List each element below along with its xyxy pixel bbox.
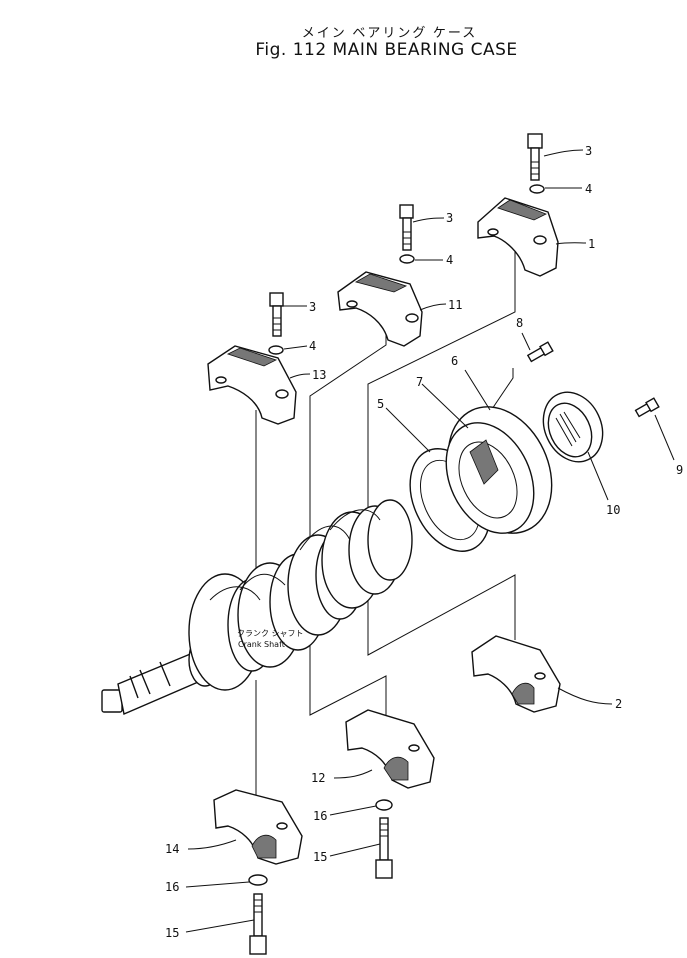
bolt-upper-1 [527,133,543,181]
callout-14: 14 [165,842,179,856]
washer-upper-1 [529,184,545,194]
bearing-case-6 [445,406,553,534]
callout-4-a: 4 [585,182,592,196]
bearing-cap-14 [213,789,303,865]
callout-15-a: 15 [313,850,327,864]
screw-8 [526,341,554,363]
bearing-cap-1 [477,197,559,277]
washer-upper-3 [268,345,284,355]
bearing-cap-2 [471,635,561,713]
callout-11: 11 [448,298,462,312]
bolt-lower-2 [249,893,267,955]
screw-9 [634,397,660,418]
callout-16-a: 16 [313,809,327,823]
callout-3-a: 3 [585,144,592,158]
callout-12: 12 [311,771,325,785]
crank-shaft [101,499,413,715]
washer-lower-1 [375,799,393,811]
callout-4-b: 4 [446,253,453,267]
leader-lines [185,149,675,933]
callout-13: 13 [312,368,326,382]
bearing-cap-13 [207,345,297,425]
callout-3-b: 3 [446,211,453,225]
callout-15-b: 15 [165,926,179,940]
bolt-upper-3 [269,292,284,337]
washer-lower-2 [248,874,268,886]
crank-shaft-label: Crank Shaft [238,640,285,649]
callout-2: 2 [615,697,622,711]
oil-seal-10 [542,391,604,463]
callout-7: 7 [416,375,423,389]
washer-upper-2 [399,254,415,264]
bearing-cap-12 [345,709,435,789]
callout-6: 6 [451,354,458,368]
bearing-cap-11 [337,271,423,347]
callout-16-b: 16 [165,880,179,894]
bolt-lower-1 [375,817,393,879]
callout-1: 1 [588,237,595,251]
figure-title: Fig. 112 MAIN BEARING CASE [255,40,518,60]
bolt-upper-2 [399,204,414,251]
callout-8: 8 [516,316,523,330]
callout-9: 9 [676,463,683,477]
figure-title-japanese: メイン ベアリング ケース [301,25,478,40]
callout-5: 5 [377,397,384,411]
callout-numbers: 3 4 1 3 4 11 3 4 13 8 6 7 5 9 10 2 12 16… [165,144,683,940]
crank-shaft-label-japanese: クランク シャフト [237,629,304,638]
callout-4-c: 4 [309,339,316,353]
callout-10: 10 [606,503,620,517]
callout-3-c: 3 [309,300,316,314]
